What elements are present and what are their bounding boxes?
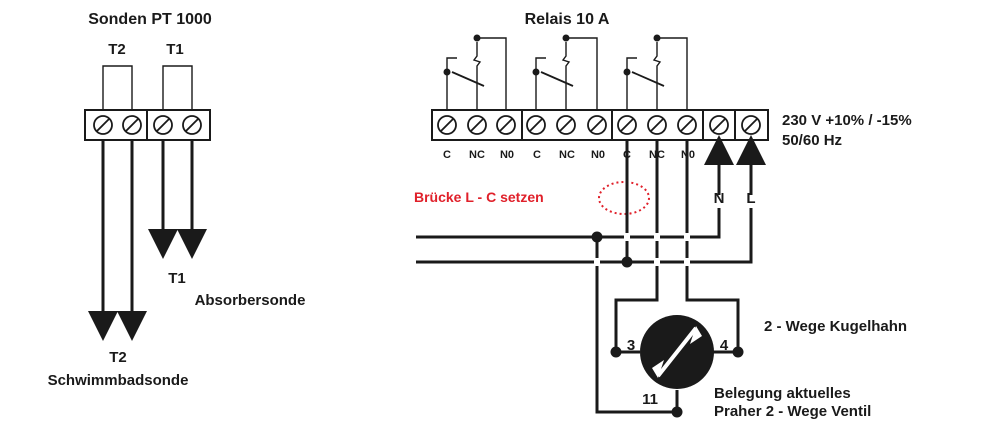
screw-terminal-icon [526, 115, 546, 135]
screw-terminal-icon [496, 115, 516, 135]
screw-terminal-icon [437, 115, 457, 135]
screw-terminal-icon [556, 115, 576, 135]
relay-contact-2 [532, 34, 598, 110]
terminal-label: C [533, 149, 541, 161]
supply-voltage: 230 V +10% / -15% [782, 112, 912, 129]
screw-terminal-icon [709, 115, 729, 135]
terminal-label: N0 [500, 149, 514, 161]
supply-line-n [416, 208, 721, 239]
relay-title: Relais 10 A [525, 11, 610, 28]
junction-dot [621, 256, 633, 268]
screw-terminal-icon [617, 115, 637, 135]
sensors-title: Sonden PT 1000 [88, 11, 212, 28]
valve-port-4: 4 [720, 337, 729, 354]
screw-terminal-icon [93, 115, 113, 135]
valve-title: 2 - Wege Kugelhahn [764, 318, 907, 335]
screw-terminal-icon [467, 115, 487, 135]
screw-terminal-icon [741, 115, 761, 135]
relay-contact-1 [443, 34, 507, 110]
terminal-label: N0 [591, 149, 605, 161]
terminal-label: NC [469, 149, 485, 161]
bridge-marker [598, 181, 650, 215]
screw-terminal-icon [122, 115, 142, 135]
screw-terminal-icon [153, 115, 173, 135]
sensor-t1-description: Absorbersonde [195, 292, 306, 309]
valve-note-line2: Praher 2 - Wege Ventil [714, 403, 871, 420]
relay-contact-3 [623, 34, 688, 110]
sensor-t2-label: T2 [109, 349, 127, 366]
valve-port-3: 3 [627, 337, 635, 354]
screw-terminal-icon [647, 115, 667, 135]
power-n-label: N [714, 190, 725, 207]
screw-terminal-icon [182, 115, 202, 135]
supply-frequency: 50/60 Hz [782, 132, 842, 149]
sensor-terminal-block [84, 109, 211, 141]
screw-terminal-icon [587, 115, 607, 135]
screw-terminal-icon [677, 115, 697, 135]
sensor-t2-description: Schwimmbadsonde [48, 372, 189, 389]
no-to-port4-wire [685, 140, 740, 352]
supply-line-l [416, 208, 753, 264]
terminal-label: NC [559, 149, 575, 161]
sensor-t1-top-label: T1 [166, 41, 184, 58]
sensor-t1-label: T1 [168, 270, 186, 287]
valve-port-11: 11 [642, 391, 658, 408]
junction-dot [591, 231, 603, 243]
sensor-t1-loop [162, 65, 193, 110]
relay-terminal-block [431, 109, 769, 141]
sensor-t2-top-label: T2 [108, 41, 126, 58]
ball-valve-icon [616, 315, 738, 412]
power-l-label: L [746, 190, 755, 207]
terminal-label: C [443, 149, 451, 161]
sensor-t2-loop [102, 65, 133, 110]
valve-note-line1: Belegung aktuelles [714, 385, 851, 402]
bridge-note: Brücke L - C setzen [414, 189, 544, 205]
nc-to-port3-wire [614, 140, 659, 352]
